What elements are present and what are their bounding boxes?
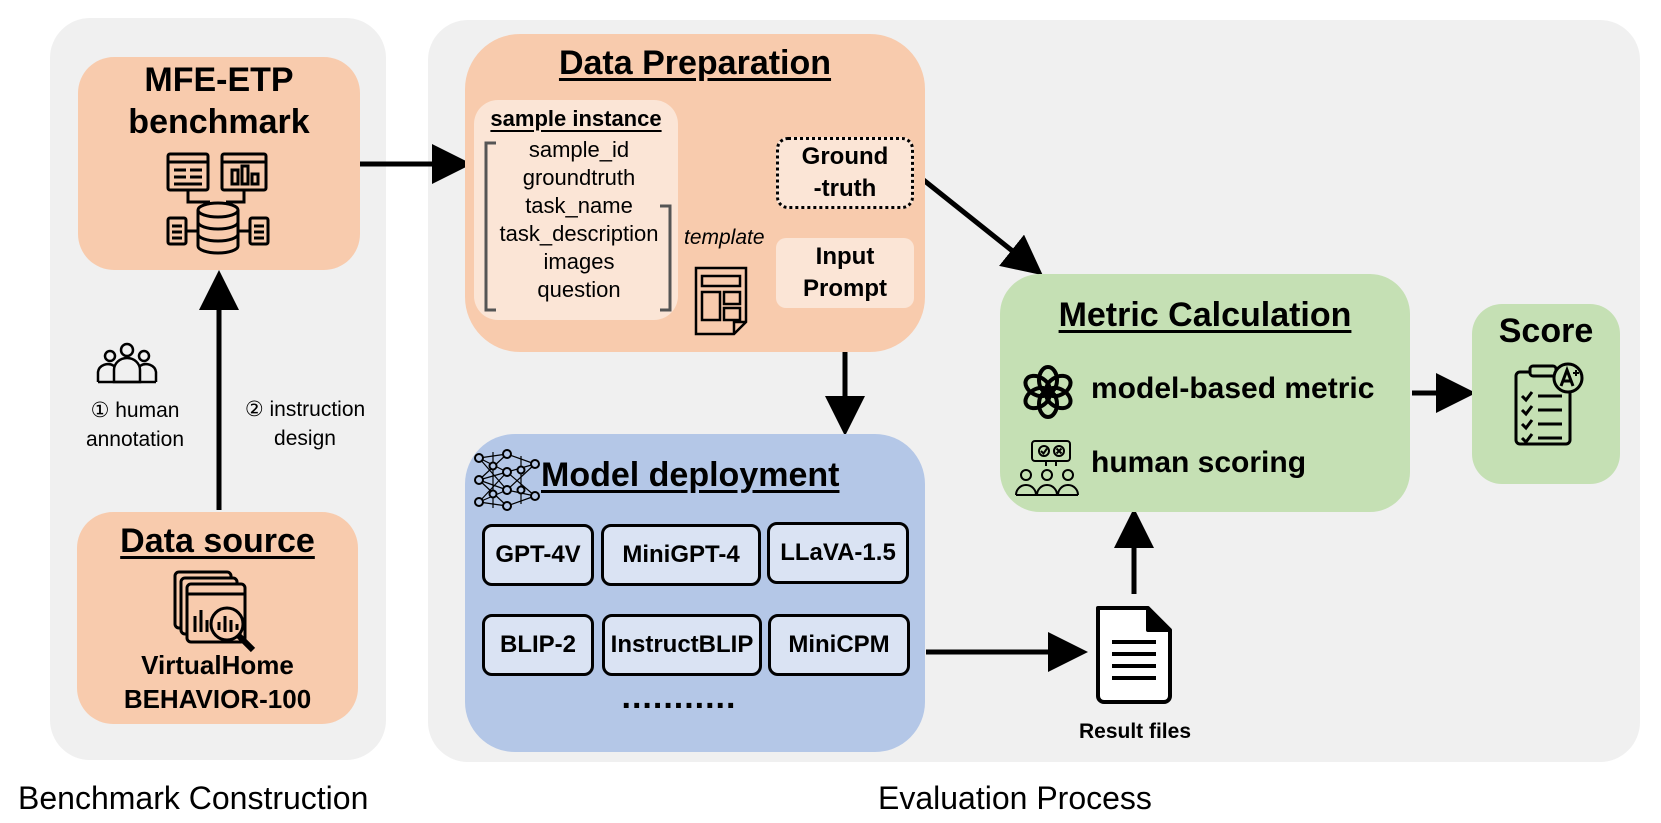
benchmark-title-line2: benchmark: [128, 103, 310, 141]
human-scoring-icon: [1015, 440, 1079, 496]
benchmark-construction-label: Benchmark Construction: [18, 780, 369, 816]
data-source-line2: BEHAVIOR-100: [123, 684, 312, 714]
model-minigpt-4[interactable]: MiniGPT-4: [601, 524, 761, 586]
model-llava-1-5[interactable]: LLaVA-1.5: [767, 522, 909, 584]
database-icon: [166, 152, 270, 255]
score-title: Score: [1498, 312, 1594, 350]
data-source-box: Data source VirtualHome BEHAVIOR-100: [77, 512, 358, 724]
sample-instance-box: [474, 100, 678, 320]
model-based-metric-label: model-based metric: [1091, 372, 1375, 405]
score-box: Score: [1472, 304, 1620, 484]
score-sheet-icon: [1514, 362, 1584, 446]
field-images: images: [543, 249, 615, 274]
field-task-name: task_name: [525, 193, 633, 218]
model-gpt-4v[interactable]: GPT-4V: [482, 524, 594, 586]
step-instruction-design-line1: ② instruction: [244, 398, 366, 421]
model-deployment-box: Model deployment: [465, 434, 925, 752]
step-human-annotation-line2: annotation: [85, 428, 185, 451]
people-icon: [96, 342, 158, 384]
benchmark-title: MFE-ETP benchmark: [78, 59, 360, 143]
document-icon: [1096, 606, 1172, 704]
metric-calculation-box: Metric Calculation model-based metric hu…: [1000, 274, 1410, 512]
human-scoring-label: human scoring: [1091, 446, 1307, 479]
neural-net-icon: [474, 449, 540, 511]
input-prompt-box: Input Prompt: [776, 238, 914, 308]
template-label: template: [684, 226, 765, 249]
step-human-annotation: ① human annotation: [62, 396, 208, 454]
input-prompt-line1: Input: [815, 243, 875, 270]
search-chart-icon: [173, 570, 256, 653]
field-question: question: [537, 277, 621, 302]
step-instruction-design-line2: design: [274, 427, 336, 450]
ground-truth-line2: -truth: [813, 175, 877, 202]
field-task-description: task_description: [499, 221, 659, 246]
data-source-line1: VirtualHome: [141, 650, 294, 680]
openai-icon: [1023, 365, 1073, 419]
input-prompt-line2: Prompt: [803, 275, 887, 302]
template-doc-icon: [694, 266, 748, 336]
model-deployment-title: Model deployment: [541, 456, 840, 494]
ground-truth-box: Ground -truth: [776, 137, 914, 209]
field-groundtruth: groundtruth: [522, 165, 636, 190]
model-minicpm[interactable]: MiniCPM: [768, 614, 910, 676]
benchmark-title-line1: MFE-ETP: [144, 61, 294, 99]
evaluation-process-label: Evaluation Process: [878, 780, 1152, 816]
arrow-groundtruth-to-metric: [914, 172, 1043, 276]
ground-truth-line1: Ground: [801, 143, 889, 170]
result-files-label: Result files: [1078, 720, 1192, 743]
data-source-title: Data source: [120, 522, 315, 560]
sample-fields: sample_id groundtruth task_name task_des…: [484, 136, 674, 304]
model-blip-2[interactable]: BLIP-2: [482, 614, 594, 676]
model-instructblip[interactable]: InstructBLIP: [602, 614, 762, 676]
data-preparation-title: Data Preparation: [558, 44, 832, 82]
step-human-annotation-line1: ① human: [90, 399, 180, 422]
step-instruction-design: ② instruction design: [228, 395, 382, 453]
benchmark-box: MFE-ETP benchmark: [78, 57, 360, 270]
more-models-ellipsis: ...........: [621, 678, 737, 716]
metric-calculation-title: Metric Calculation: [1058, 296, 1352, 334]
field-sample-id: sample_id: [528, 137, 630, 162]
sample-instance-label: sample instance: [490, 106, 662, 131]
